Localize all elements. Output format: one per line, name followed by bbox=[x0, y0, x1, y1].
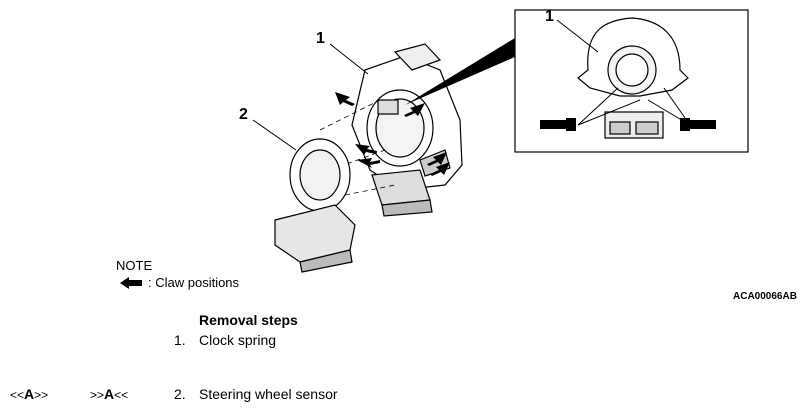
left-arrow-icon bbox=[120, 276, 142, 289]
callout-1-main: 1 bbox=[316, 30, 325, 47]
tool-icons-inset bbox=[540, 118, 716, 131]
step-2-label: Steering wheel sensor bbox=[199, 386, 338, 402]
install-ref-letter: A bbox=[24, 386, 35, 402]
figure-code-text: ACA00066 bbox=[733, 291, 783, 302]
step-1-number: 1. bbox=[174, 332, 186, 348]
figure-code: ACA00066AB bbox=[733, 291, 797, 302]
callout-2-main: 2 bbox=[239, 106, 248, 123]
install-ref-suffix: >> bbox=[34, 388, 49, 402]
remove-ref-suffix: << bbox=[114, 388, 129, 402]
remove-ref-prefix: >> bbox=[90, 388, 105, 402]
exploded-view-illustration bbox=[252, 9, 749, 273]
steering-wheel-sensor-drawing bbox=[274, 138, 356, 273]
callout-1-inset: 1 bbox=[545, 8, 554, 25]
step-2-remove-ref: >>A<< bbox=[90, 386, 128, 402]
note-title: NOTE bbox=[116, 258, 153, 273]
removal-steps-title: Removal steps bbox=[199, 312, 298, 328]
inset-clock-spring-drawing bbox=[577, 17, 689, 139]
step-2-number: 2. bbox=[174, 386, 186, 402]
install-ref-prefix: << bbox=[10, 388, 25, 402]
remove-ref-letter: A bbox=[104, 386, 115, 402]
step-1-label: Clock spring bbox=[199, 332, 277, 348]
claw-arrows-main bbox=[335, 92, 450, 176]
step-2-install-ref: <<A>> bbox=[10, 386, 48, 402]
figure-code-suffix: AB bbox=[782, 291, 797, 302]
note-claw-legend: : Claw positions bbox=[120, 275, 239, 290]
claw-positions-label: : Claw positions bbox=[148, 275, 240, 290]
clock-spring-drawing bbox=[351, 43, 463, 217]
